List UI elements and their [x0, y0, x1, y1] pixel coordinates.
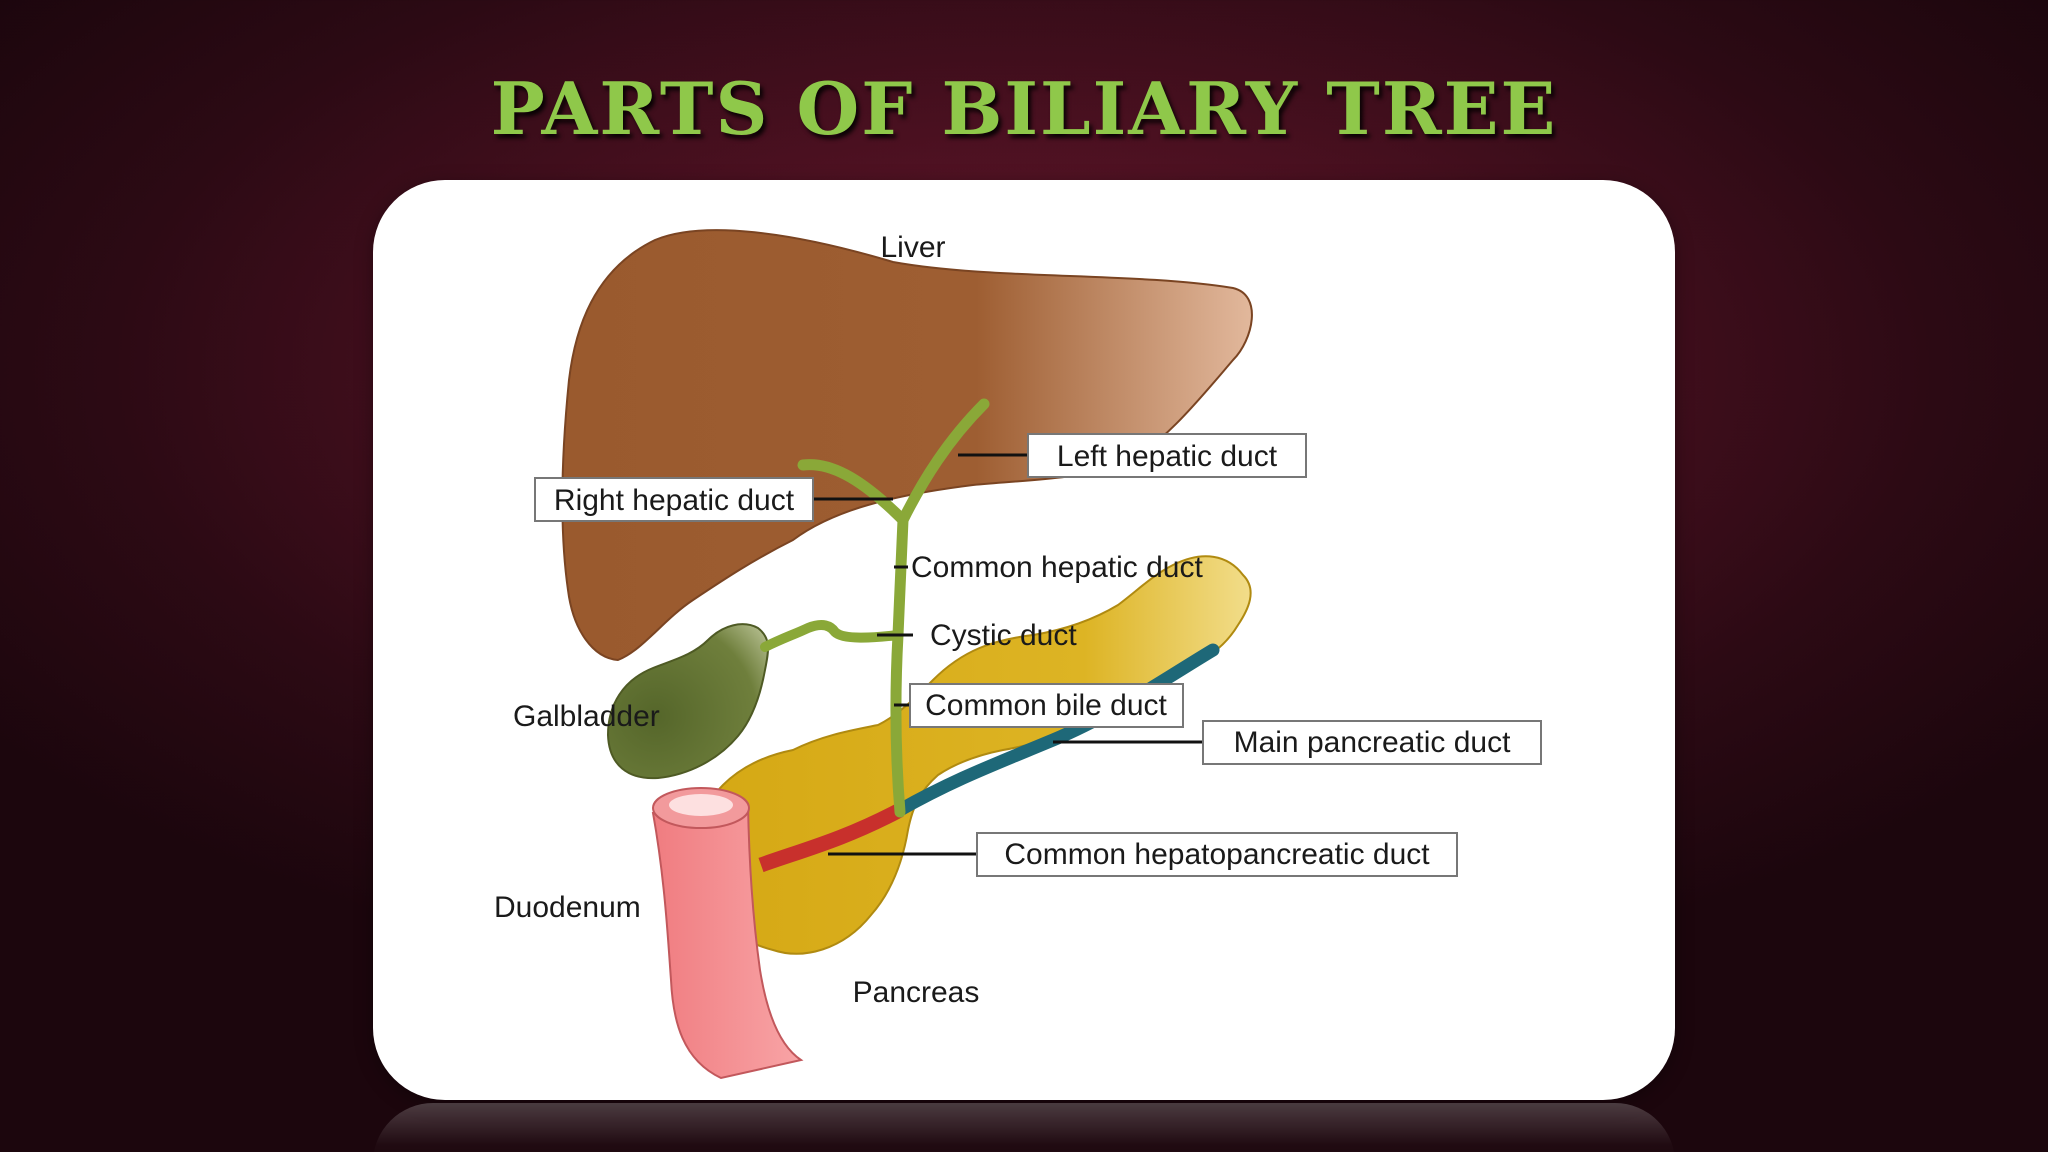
label-common-bile-duct: Common bile duct	[925, 689, 1167, 722]
biliary-tree-diagram: Liver Right hepatic duct Left hepatic du…	[494, 229, 1542, 1080]
diagram-card: Liver Right hepatic duct Left hepatic du…	[373, 180, 1675, 1100]
label-cystic-duct: Cystic duct	[930, 619, 1077, 652]
label-main-pancreatic-duct: Main pancreatic duct	[1234, 726, 1511, 759]
label-pancreas: Pancreas	[853, 976, 980, 1009]
cystic-duct	[760, 620, 903, 652]
right-hepatic-duct	[797, 459, 909, 526]
label-boxes	[534, 433, 1542, 877]
liver-shape	[561, 229, 1253, 662]
label-galbladder: Galbladder	[513, 700, 660, 733]
main-pancreatic-duct	[893, 643, 1220, 817]
label-common-hepatopancreatic-duct: Common hepatopancreatic duct	[1004, 838, 1430, 871]
label-liver: Liver	[880, 231, 945, 264]
box-common-bile	[909, 683, 1184, 728]
box-hepatopancreatic	[976, 832, 1458, 877]
common-hepatic-duct	[892, 514, 909, 641]
label-duodenum: Duodenum	[494, 891, 641, 924]
card-reflection	[373, 1103, 1675, 1152]
common-bile-duct	[890, 629, 906, 818]
leader-lines	[813, 453, 1203, 856]
box-main-pancreatic	[1202, 720, 1542, 765]
gallbladder-shape	[606, 623, 769, 780]
box-left-hepatic	[1027, 433, 1307, 478]
left-hepatic-duct	[897, 398, 990, 526]
duodenum-lumen	[669, 794, 733, 816]
label-common-hepatic-duct: Common hepatic duct	[911, 551, 1203, 584]
label-left-hepatic-duct: Left hepatic duct	[1057, 440, 1278, 473]
pancreas-shape	[695, 555, 1252, 955]
label-right-hepatic-duct: Right hepatic duct	[554, 484, 795, 517]
bile-duct-tree	[760, 398, 990, 818]
slide-title: PARTS OF BILIARY TREE	[490, 66, 1558, 151]
duodenum-shape	[651, 802, 804, 1080]
box-right-hepatic	[534, 477, 814, 522]
common-hepatopancreatic-duct	[758, 803, 904, 873]
